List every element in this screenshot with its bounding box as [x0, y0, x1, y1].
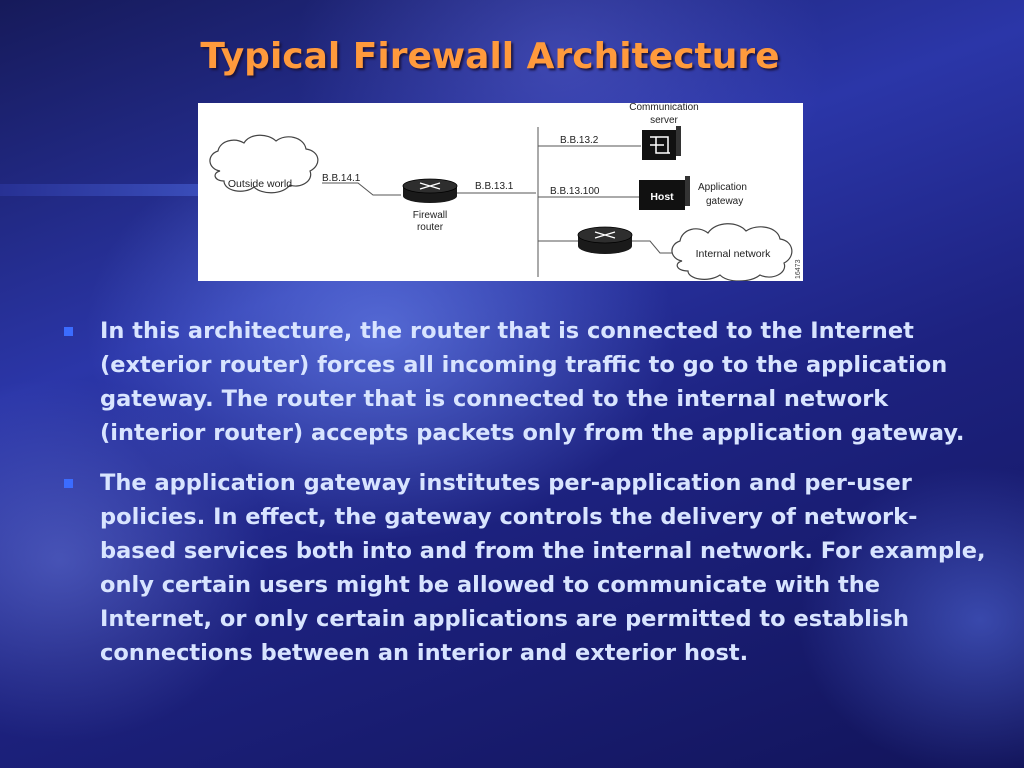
- comm-server-label-2: server: [650, 115, 678, 126]
- bullet-list: In this architecture, the router that is…: [60, 314, 990, 686]
- outside-world-label: Outside world: [228, 178, 292, 190]
- link-outside-firewall: [322, 182, 401, 196]
- internal-network-cloud: Internal network: [671, 223, 793, 281]
- app-gateway-label-2: gateway: [706, 196, 743, 207]
- addr-b-b-13-100: B.B.13.100: [550, 186, 600, 197]
- comm-server-icon: [642, 126, 681, 160]
- host-icon: Host: [639, 176, 690, 210]
- addr-b-b-14-1: B.B.14.1: [322, 173, 361, 184]
- addr-b-b-13-2: B.B.13.2: [560, 135, 599, 146]
- figure-id: 16473: [795, 259, 802, 279]
- firewall-router-label-1: Firewall: [413, 210, 447, 221]
- bullet-marker: [64, 479, 73, 488]
- firewall-router-icon: [402, 178, 458, 203]
- bullet-text: The application gateway institutes per-a…: [100, 470, 986, 666]
- bullet-marker: [64, 327, 73, 336]
- decorative-stripe: [0, 184, 200, 196]
- addr-b-b-13-1: B.B.13.1: [475, 181, 514, 192]
- host-label: Host: [650, 191, 674, 203]
- bullet-item: In this architecture, the router that is…: [60, 314, 990, 450]
- firewall-diagram: Outside world B.B.14.1 Firewall router B…: [198, 103, 803, 281]
- interior-router-icon: [577, 226, 633, 254]
- bullet-item: The application gateway institutes per-a…: [60, 466, 990, 670]
- internal-network-label: Internal network: [696, 248, 771, 260]
- firewall-router-label-2: router: [417, 222, 444, 233]
- slide-title: Typical Firewall Architecture: [200, 36, 780, 77]
- link-internal-network: [632, 240, 676, 254]
- bullet-text: In this architecture, the router that is…: [100, 318, 965, 446]
- app-gateway-label-1: Application: [698, 182, 747, 193]
- outside-world-cloud: Outside world: [209, 134, 319, 194]
- comm-server-label-1: Communication: [629, 103, 698, 113]
